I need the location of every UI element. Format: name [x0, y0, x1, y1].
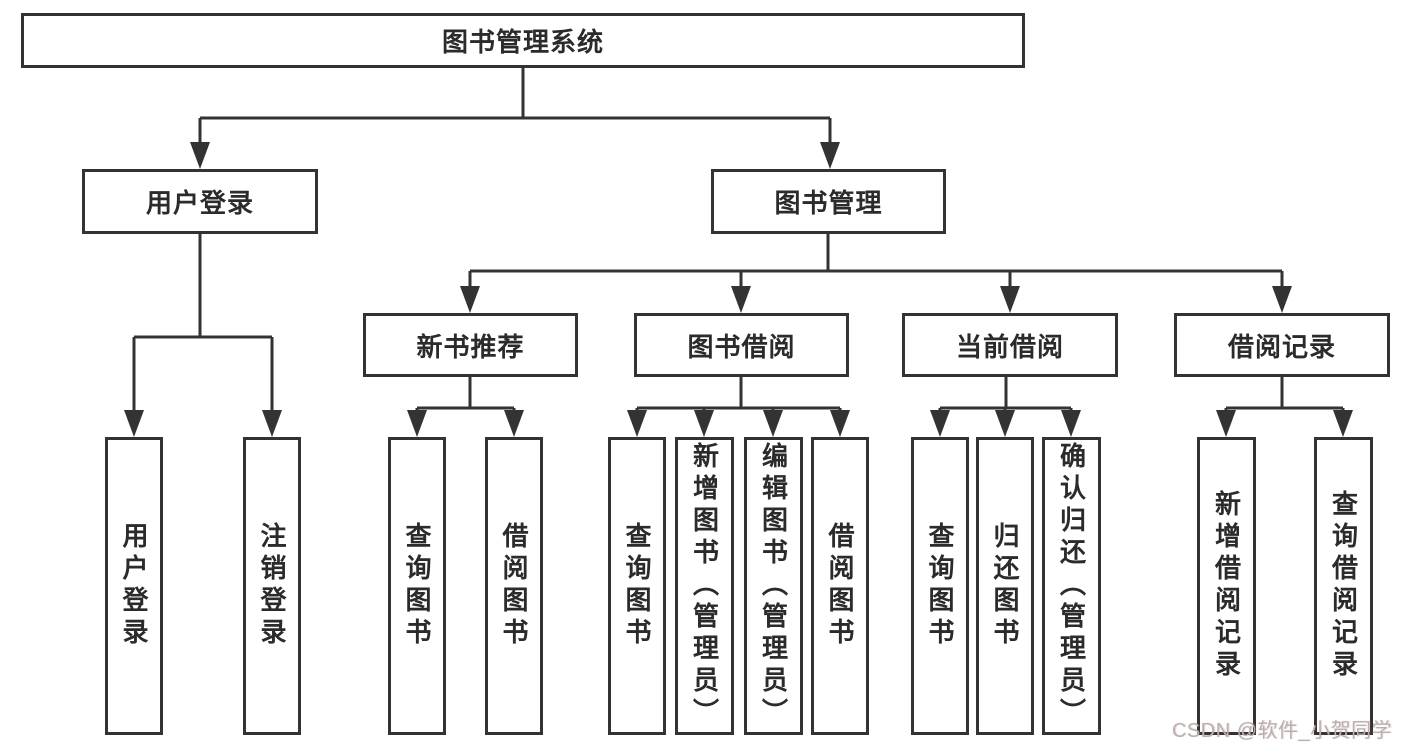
- leaf-add-borrow-record: 新增借阅记录: [1197, 437, 1256, 735]
- connector-line: [468, 234, 1284, 296]
- arrow-down-icon: [1061, 410, 1081, 437]
- node-book-borrowing: 图书借阅: [634, 313, 849, 377]
- connector-current-to-leaves: [930, 377, 1081, 437]
- leaf-return-books: 归还图书: [976, 437, 1034, 735]
- arrow-down-icon: [1000, 286, 1020, 313]
- arrow-down-icon: [731, 286, 751, 313]
- connector-records-to-leaves: [1216, 377, 1353, 437]
- leaf-query-books-recommend: 查询图书: [388, 437, 446, 735]
- leaf-borrow-books-borrowing: 借阅图书: [811, 437, 869, 735]
- connector-book-management-to-level3: [460, 234, 1292, 313]
- connector-user-login-to-leaves: [124, 234, 282, 437]
- node-new-book-recommendation: 新书推荐: [363, 313, 578, 377]
- arrow-down-icon: [262, 410, 282, 437]
- arrow-down-icon: [830, 410, 850, 437]
- connector-line: [635, 377, 842, 420]
- node-label: 编辑图书（管理员）: [758, 442, 789, 730]
- leaf-query-borrow-record: 查询借阅记录: [1314, 437, 1373, 735]
- leaf-add-book-admin: 新增图书（管理员）: [675, 437, 734, 735]
- node-label: 借阅记录: [1227, 331, 1336, 362]
- arrow-down-icon: [930, 410, 950, 437]
- node-book-management: 图书管理: [711, 169, 946, 234]
- node-label: 图书借阅: [687, 331, 796, 362]
- node-label: 用户登录: [145, 188, 254, 218]
- arrow-down-icon: [763, 410, 783, 437]
- arrow-down-icon: [820, 142, 840, 169]
- node-label: 归还图书: [990, 522, 1020, 650]
- node-label: 确认归还（管理员）: [1056, 442, 1087, 730]
- node-label: 新增借阅记录: [1211, 490, 1242, 682]
- node-borrowing-records: 借阅记录: [1174, 313, 1390, 377]
- node-library-management-system: 图书管理系统: [21, 13, 1025, 68]
- arrow-down-icon: [504, 410, 524, 437]
- node-label: 注销登录: [257, 522, 287, 650]
- node-label: 借阅图书: [499, 522, 529, 650]
- csdn-watermark: CSDN @软件_小贺同学: [1171, 720, 1392, 742]
- node-user-login: 用户登录: [82, 169, 318, 234]
- arrow-down-icon: [124, 410, 144, 437]
- arrow-down-icon: [1272, 286, 1292, 313]
- node-label: 查询图书: [925, 522, 955, 650]
- connector-borrowing-to-leaves: [627, 377, 850, 437]
- leaf-logout: 注销登录: [243, 437, 301, 735]
- node-label: 借阅图书: [825, 522, 855, 650]
- arrow-down-icon: [1333, 410, 1353, 437]
- leaf-confirm-return-admin: 确认归还（管理员）: [1042, 437, 1101, 735]
- connector-root-to-level2: [190, 68, 840, 169]
- node-label: 用户登录: [119, 522, 149, 650]
- connector-line: [1224, 377, 1345, 420]
- arrow-down-icon: [1216, 410, 1236, 437]
- node-label: 图书管理系统: [441, 27, 604, 57]
- leaf-borrow-books-recommend: 借阅图书: [485, 437, 543, 735]
- arrow-down-icon: [627, 410, 647, 437]
- arrow-down-icon: [190, 142, 210, 169]
- connector-line: [198, 68, 832, 152]
- connector-recommendation-to-leaves: [407, 377, 524, 437]
- leaf-edit-book-admin: 编辑图书（管理员）: [744, 437, 803, 735]
- arrow-down-icon: [407, 410, 427, 437]
- arrow-down-icon: [694, 410, 714, 437]
- node-label: 新书推荐: [416, 331, 525, 362]
- node-label: 查询图书: [402, 522, 432, 650]
- node-label: 查询借阅记录: [1328, 490, 1359, 682]
- connector-line: [415, 377, 516, 420]
- node-label: 图书管理: [774, 188, 883, 218]
- leaf-query-books-current: 查询图书: [911, 437, 969, 735]
- node-current-borrowing: 当前借阅: [902, 313, 1118, 377]
- leaf-user-login: 用户登录: [105, 437, 163, 735]
- node-label: 查询图书: [622, 522, 652, 650]
- node-label: 新增图书（管理员）: [689, 442, 720, 730]
- arrow-down-icon: [460, 286, 480, 313]
- connector-line: [132, 234, 274, 420]
- arrow-down-icon: [995, 410, 1015, 437]
- leaf-query-books-borrowing: 查询图书: [608, 437, 666, 735]
- node-label: 当前借阅: [955, 331, 1064, 362]
